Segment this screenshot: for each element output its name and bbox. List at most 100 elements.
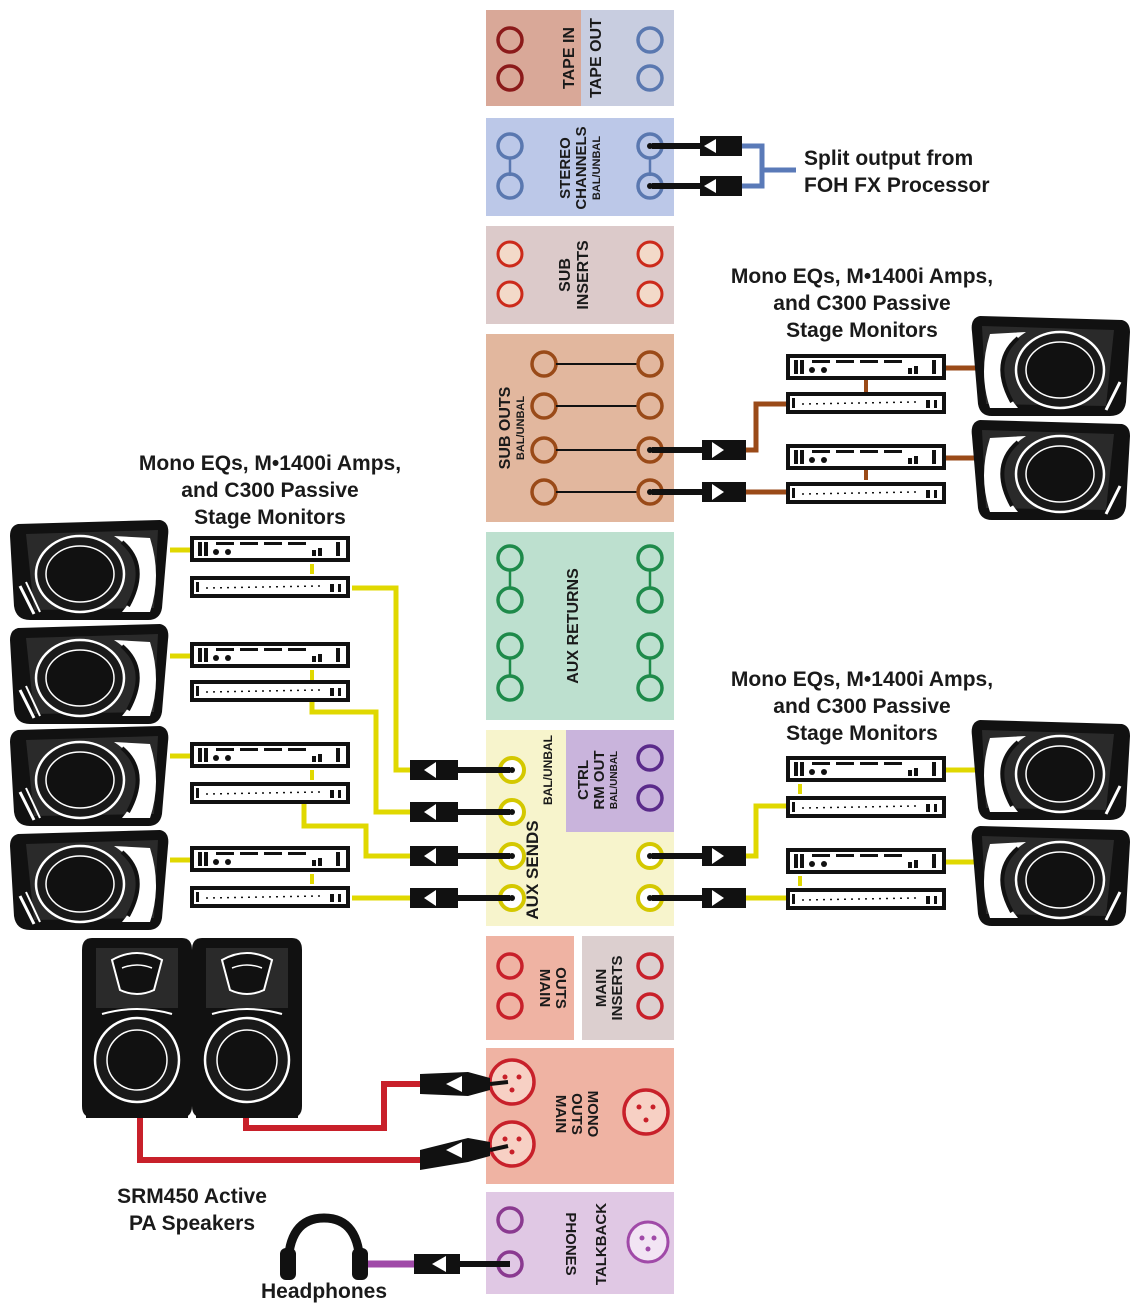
stereo-label-1: STEREO — [557, 137, 574, 199]
stage-monitor-speaker — [969, 718, 1130, 822]
stereo-in-jack[interactable] — [496, 172, 524, 200]
stereo-fx-cables — [647, 136, 796, 196]
headphones — [280, 1213, 510, 1280]
main-out-jack[interactable] — [496, 992, 524, 1020]
split-caption-2: FOH FX Processor — [804, 174, 990, 197]
stage-monitor-speaker — [969, 418, 1130, 522]
tape-in-label: TAPE IN — [561, 27, 578, 89]
left-monitors-caption-1: Mono EQs, M•1400i Amps, — [139, 452, 401, 475]
monitors-caption-3: Stage Monitors — [786, 319, 938, 342]
trs-plug — [652, 440, 746, 460]
aux-return-jack[interactable] — [496, 674, 524, 702]
sub-insert-jack[interactable] — [636, 240, 664, 268]
xlr-plug — [420, 1072, 509, 1096]
sub-outs-label-2: BAL/UNBAL — [515, 396, 527, 460]
stage-monitor-speaker — [8, 828, 171, 932]
main-inserts-label-2: INSERTS — [609, 955, 626, 1020]
aux-return-jack[interactable] — [636, 586, 664, 614]
phones-label: PHONES — [562, 1212, 579, 1275]
panel-stereo-channels: STEREO CHANNELS BAL/UNBAL — [486, 118, 674, 216]
stereo-label-2: CHANNELS — [573, 126, 590, 209]
eq-unit — [190, 846, 350, 872]
sub-insert-jack[interactable] — [496, 280, 524, 308]
main-insert-jack[interactable] — [636, 952, 664, 980]
aux-return-jack[interactable] — [636, 674, 664, 702]
stereo-label-3: BAL/UNBAL — [591, 136, 603, 200]
stage-monitor-speaker — [8, 724, 171, 828]
mono-out-xlr-jack[interactable] — [622, 1088, 670, 1136]
ctrl-rm-out-jack[interactable] — [636, 744, 664, 772]
main-inserts-label-1: MAIN — [593, 969, 610, 1007]
amp-unit — [189, 885, 351, 909]
amp-unit — [189, 575, 351, 599]
sub-outs-label-1: SUB OUTS — [497, 386, 514, 469]
amp-unit — [189, 781, 351, 805]
aux-return-jack[interactable] — [496, 586, 524, 614]
phones-jack[interactable] — [496, 1206, 524, 1234]
main-outs-label-1: MAIN — [536, 969, 553, 1007]
amp-unit — [189, 679, 351, 703]
panel-main-mono: MAIN OUTS MONO — [486, 1048, 674, 1184]
tape-out-panel — [581, 10, 674, 106]
aux-send-cables-right — [509, 767, 976, 908]
eq-unit — [786, 354, 946, 380]
sub-insert-jack[interactable] — [496, 240, 524, 268]
main-mono-label-1: MAIN — [552, 1095, 569, 1133]
main-mono-label-3: MONO — [584, 1091, 601, 1138]
main-out-cables — [137, 1072, 509, 1170]
trs-plug — [410, 760, 510, 780]
amp-unit — [785, 481, 947, 505]
ctrl-label-3: BAL/UNBAL — [609, 751, 620, 809]
aux-sends-label-2: BAL/UNBAL — [541, 735, 555, 805]
pa-speaker — [80, 936, 194, 1120]
ctrl-label-1: CTRL — [575, 760, 592, 800]
pa-caption-1: SRM450 Active — [117, 1185, 267, 1208]
aux-returns-label: AUX RETURNS — [565, 568, 582, 684]
left-monitors-caption-2: and C300 Passive — [181, 479, 358, 502]
right-monitors-caption-3: Stage Monitors — [786, 722, 938, 745]
main-inserts-panel — [582, 936, 674, 1040]
trs-plug — [414, 1254, 510, 1274]
sub-out-jack[interactable] — [636, 392, 664, 420]
xlr-plug — [420, 1138, 509, 1170]
right-monitors-caption-2: and C300 Passive — [773, 695, 950, 718]
ctrl-rm-out-jack[interactable] — [636, 784, 664, 812]
trs-plug — [410, 846, 510, 866]
sub-inserts-label-1: SUB — [557, 258, 574, 292]
tape-in-jack[interactable] — [496, 26, 524, 54]
panel-main-outs: MAIN OUTS MAIN INSERTS — [486, 936, 674, 1040]
panel-phones-talkback: PHONES TALKBACK — [486, 1192, 674, 1294]
sub-out-cables — [647, 365, 976, 502]
panel-sub-inserts: SUB INSERTS — [486, 226, 674, 324]
trs-plug — [652, 136, 742, 156]
stage-monitor-speaker — [969, 824, 1130, 928]
main-out-jack[interactable] — [496, 952, 524, 980]
sub-inserts-label-2: INSERTS — [575, 240, 592, 310]
monitors-caption-2: and C300 Passive — [773, 292, 950, 315]
eq-unit — [190, 742, 350, 768]
headphones-caption: Headphones — [261, 1280, 387, 1303]
trs-plug — [652, 846, 746, 866]
right-monitors-caption-1: Mono EQs, M•1400i Amps, — [731, 668, 993, 691]
ctrl-label-2: RM OUT — [591, 750, 608, 809]
main-outs-label-2: OUTS — [552, 967, 569, 1009]
talkback-xlr-jack[interactable] — [626, 1220, 670, 1264]
tape-out-jack[interactable] — [636, 26, 664, 54]
tape-out-jack[interactable] — [636, 64, 664, 92]
aux-sends-label-1: AUX SENDS — [523, 820, 542, 919]
monitors-caption-1: Mono EQs, M•1400i Amps, — [731, 265, 993, 288]
left-monitors-caption-3: Stage Monitors — [194, 506, 346, 529]
sub-insert-jack[interactable] — [636, 280, 664, 308]
amp-unit — [785, 795, 947, 819]
main-out-xlr-jack[interactable] — [488, 1120, 536, 1168]
tape-in-jack[interactable] — [496, 64, 524, 92]
headphone-cup — [280, 1248, 296, 1280]
panel-aux-sends: CTRL RM OUT BAL/UNBAL AUX SENDS BAL/UNBA… — [486, 730, 674, 926]
trs-plug — [652, 888, 746, 908]
sub-out-jack[interactable] — [636, 350, 664, 378]
main-out-xlr-jack[interactable] — [488, 1058, 536, 1106]
eq-unit — [786, 444, 946, 470]
main-insert-jack[interactable] — [636, 992, 664, 1020]
amp-unit — [785, 887, 947, 911]
